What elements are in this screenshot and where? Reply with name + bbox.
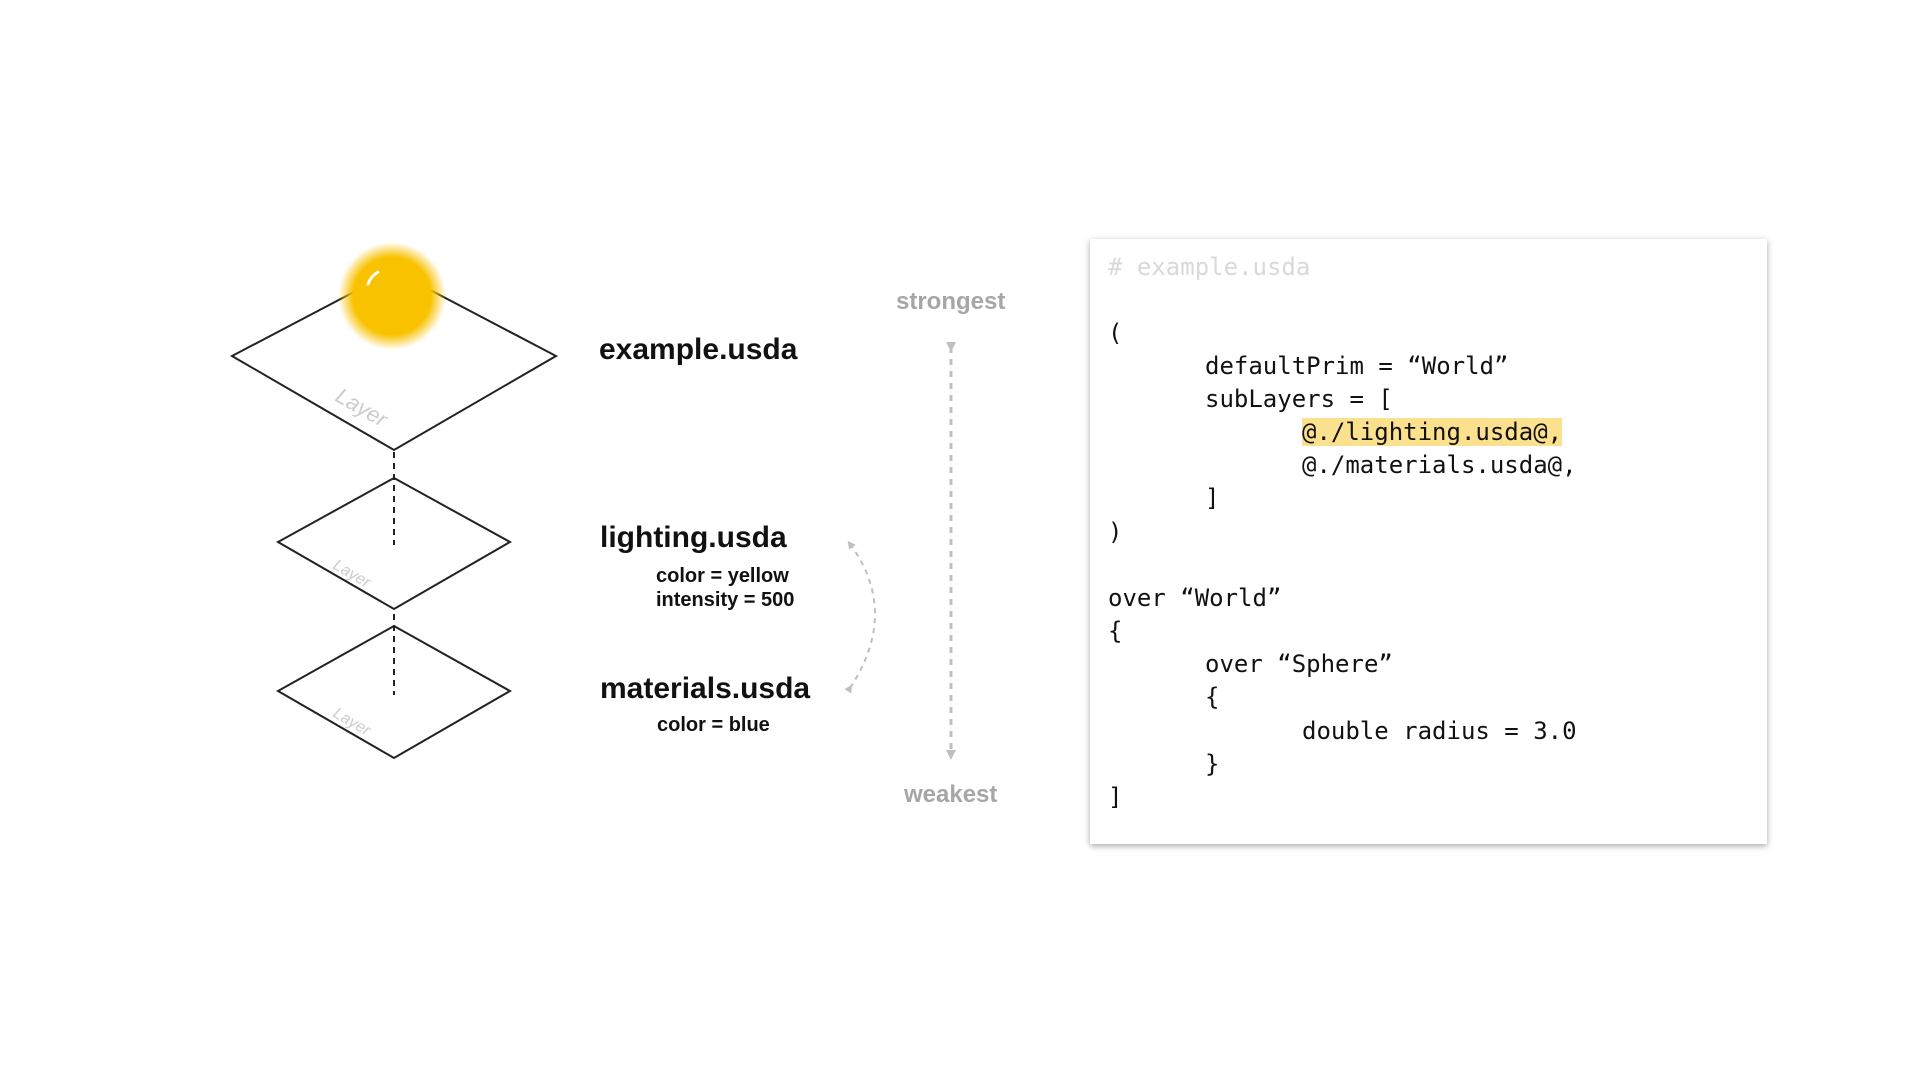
sun-icon bbox=[338, 242, 446, 350]
layer-title-example: example.usda bbox=[599, 333, 798, 366]
code-line-highlighted: @./lighting.usda@, bbox=[1302, 416, 1563, 449]
code-line: ) bbox=[1108, 518, 1123, 546]
code-line: subLayers = [ bbox=[1205, 385, 1393, 413]
layer-plane-materials bbox=[275, 624, 513, 760]
layer-plane-lighting bbox=[275, 476, 513, 611]
code-line: ( bbox=[1108, 319, 1123, 347]
code-panel: # example.usda ( defaultPrim = “World” s… bbox=[1090, 239, 1767, 844]
code-line: } bbox=[1205, 750, 1220, 778]
code-line: @./materials.usda@, bbox=[1302, 451, 1577, 479]
strength-label-weakest: weakest bbox=[904, 781, 998, 808]
code-comment: # example.usda bbox=[1108, 253, 1311, 281]
override-curve-arrow bbox=[844, 540, 876, 694]
code-line: double radius = 3.0 bbox=[1302, 717, 1577, 745]
code-line: defaultPrim = “World” bbox=[1205, 352, 1509, 380]
layer-property: color = yellow bbox=[656, 565, 789, 587]
layer-plane-example bbox=[229, 269, 559, 452]
strength-label-strongest: strongest bbox=[896, 288, 1006, 315]
layer-label-example: Layer bbox=[332, 383, 394, 433]
code-line: over “Sphere” bbox=[1205, 650, 1393, 678]
code-line: over “World” bbox=[1108, 584, 1282, 612]
layer-title-lighting: lighting.usda bbox=[600, 521, 787, 554]
code-line: ] bbox=[1108, 783, 1123, 811]
code-highlight: @./lighting.usda@, bbox=[1302, 418, 1563, 446]
code-line: { bbox=[1205, 683, 1220, 711]
layer-property: color = blue bbox=[657, 714, 770, 736]
code-line: ] bbox=[1205, 484, 1220, 512]
layer-title-materials: materials.usda bbox=[600, 672, 811, 705]
layer-label-lighting: Layer bbox=[330, 557, 374, 592]
layer-property: intensity = 500 bbox=[656, 589, 795, 611]
code-line: { bbox=[1108, 617, 1123, 645]
